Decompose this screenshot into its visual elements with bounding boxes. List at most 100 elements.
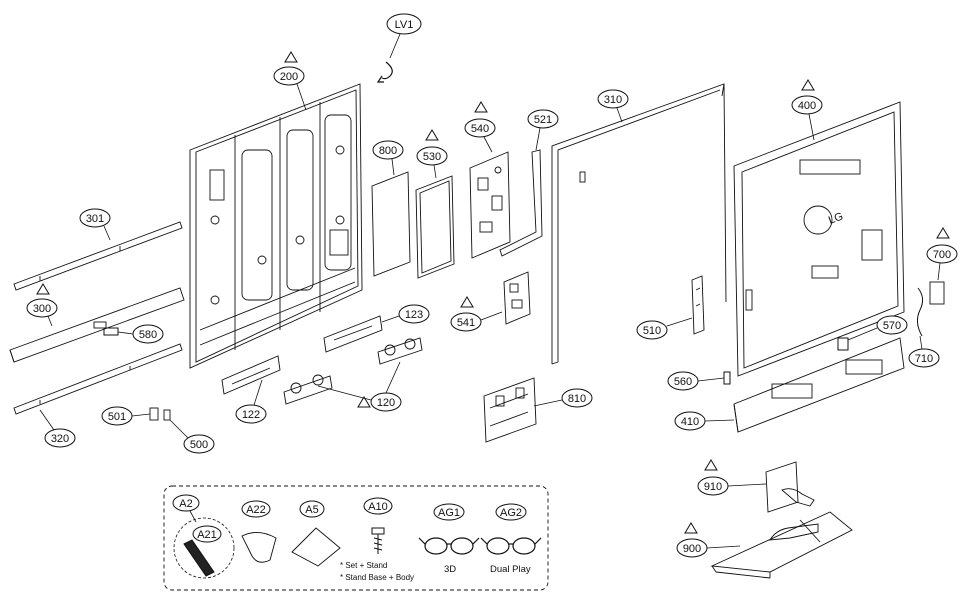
stand-neck-910 [765, 461, 815, 513]
callout-710: 710 [908, 335, 940, 368]
callout-400-label: 400 [798, 100, 816, 112]
callout-521-label: 521 [534, 114, 552, 126]
callout-540: 540 [464, 101, 496, 153]
callout-300: 300 [26, 283, 58, 327]
accessory-a5: A5 [291, 500, 341, 567]
callout-301: 301 [79, 208, 111, 241]
callout-200-label: 200 [280, 71, 298, 83]
callout-580: 580 [117, 324, 164, 344]
callout-510: 510 [636, 317, 693, 340]
callout-500: 500 [169, 419, 215, 454]
callout-310-label: 310 [604, 94, 622, 106]
rear-frame-200 [189, 83, 363, 369]
3d-glasses-icon [418, 537, 480, 555]
callout-810: 810 [533, 388, 593, 408]
bracket-122 [221, 355, 281, 395]
back-cover-400 [733, 101, 905, 377]
callout-810-label: 810 [568, 393, 586, 405]
callout-200: 200 [273, 51, 307, 111]
callout-400: 400 [791, 79, 823, 141]
callout-530-label: 530 [423, 151, 441, 163]
callout-320-label: 320 [51, 433, 69, 445]
callout-501: 501 [101, 406, 151, 426]
callout-560-label: 560 [674, 376, 692, 388]
button-board-570 [837, 337, 849, 351]
callout-lv1: LV1 [386, 13, 422, 59]
callout-521: 521 [527, 109, 559, 151]
front-bar-300 [9, 287, 185, 363]
callout-120: 120 [317, 361, 402, 412]
main-board-540 [469, 151, 511, 259]
callout-122-label: 122 [242, 409, 260, 421]
accessory-a21-label: A21 [197, 529, 217, 541]
callout-510-label: 510 [643, 325, 661, 337]
accessory-a2: A2 A21 [172, 494, 235, 579]
callout-lv1-label: LV1 [395, 19, 414, 31]
callout-301-label: 301 [86, 213, 104, 225]
callout-501-label: 501 [108, 411, 126, 423]
callout-710-label: 710 [915, 353, 933, 365]
brand-logo: LG [827, 211, 845, 227]
callout-560: 560 [667, 371, 725, 391]
callout-910-label: 910 [704, 481, 722, 493]
accessory-ag2: AG2 Dual Play [480, 503, 542, 575]
note-stand-base-body: * Stand Base + Body [340, 573, 414, 582]
lever-part [376, 61, 393, 83]
callout-123-label: 123 [405, 309, 423, 321]
accessory-ag1: AG1 3D [418, 503, 480, 575]
accessory-a10: A10 * Set + Stand * Stand Base + Body [340, 497, 414, 582]
cable-710 [916, 287, 924, 337]
stand-base-900 [710, 511, 853, 579]
callout-800-label: 800 [379, 145, 397, 157]
callout-120-label: 120 [377, 397, 395, 409]
label-3d: 3D [444, 564, 456, 575]
power-socket-700 [929, 281, 945, 305]
label-580 [103, 327, 119, 336]
shield-800 [371, 171, 411, 277]
clip-501 [149, 407, 171, 421]
accessory-ag1-label: AG1 [438, 507, 460, 519]
dual-play-glasses-icon [480, 537, 542, 555]
cable-521 [499, 149, 543, 257]
cloth-icon [291, 527, 341, 567]
callout-570: 570 [847, 315, 908, 341]
board-510 [691, 275, 705, 335]
board-541 [503, 271, 531, 325]
screw-icon [371, 527, 385, 554]
callout-900: 900 [676, 522, 741, 558]
callout-410: 410 [674, 411, 735, 431]
callout-410-label: 410 [681, 416, 699, 428]
callout-320: 320 [39, 409, 76, 448]
accessory-a22: A22 [241, 500, 277, 563]
cover-icon [241, 532, 277, 563]
callout-540-label: 540 [471, 123, 489, 135]
accessories-box: A2 A21 A22 A5 A10 [163, 485, 549, 591]
accessory-ag2-label: AG2 [500, 507, 522, 519]
callout-700-label: 700 [933, 249, 951, 261]
accessory-a2-label: A2 [179, 498, 192, 510]
bottom-cover-410 [733, 337, 905, 433]
speaker-120 [283, 337, 423, 405]
accessory-a10-label: A10 [368, 501, 388, 513]
callout-500-label: 500 [190, 439, 208, 451]
callout-910: 910 [697, 459, 767, 496]
accessory-a22-label: A22 [246, 504, 266, 516]
callout-700: 700 [926, 227, 958, 281]
sensor-560 [723, 371, 731, 385]
bracket-810 [483, 377, 537, 443]
bracket-320 [13, 343, 183, 415]
bracket-123 [323, 315, 383, 353]
callout-310: 310 [597, 89, 629, 123]
front-frame-310 [551, 83, 727, 365]
accessory-a5-label: A5 [305, 504, 318, 516]
callout-570-label: 570 [883, 320, 901, 332]
callout-541-label: 541 [457, 317, 475, 329]
callout-300-label: 300 [33, 303, 51, 315]
callout-541: 541 [450, 296, 503, 332]
callout-800: 800 [372, 140, 404, 176]
remote-control-icon [183, 539, 215, 577]
callout-123: 123 [381, 304, 430, 324]
note-set-stand: * Set + Stand [340, 561, 387, 570]
bracket-301 [13, 221, 183, 291]
